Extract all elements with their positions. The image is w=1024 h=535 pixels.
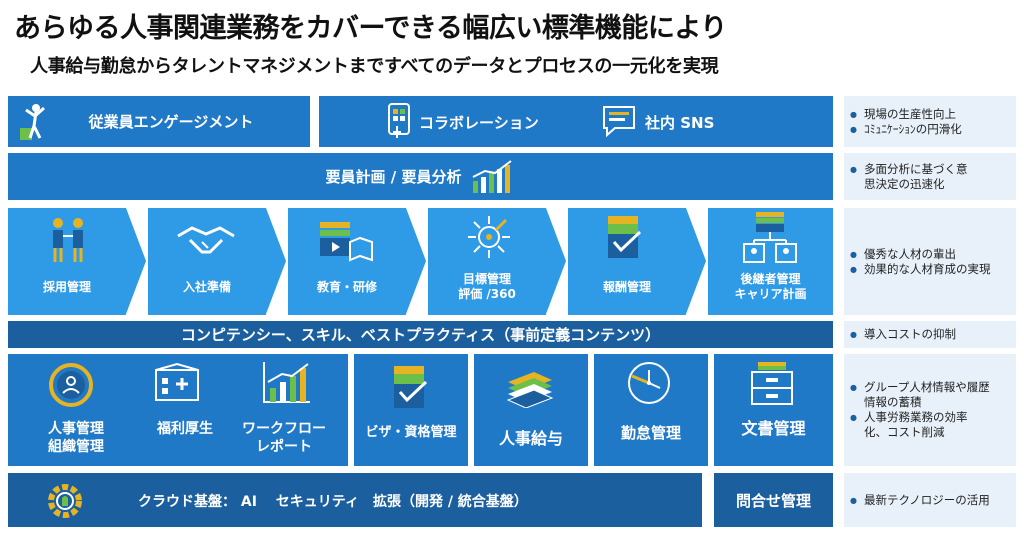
handshake-icon [176, 222, 236, 262]
docs-label: 文書管理 [741, 419, 806, 438]
step-label-recruiting: 採用管理 [42, 280, 91, 294]
payroll-label: 人事給与 [498, 429, 563, 448]
chevron-right-icon [546, 208, 566, 314]
collaboration-icon [385, 102, 413, 140]
planning-block: 要員計画 / 要員分析 [8, 153, 833, 200]
clock-icon [626, 360, 672, 406]
cloud-platform-label: クラウド基盤： AI セキュリティ 拡張（開発 / 統合基盤） [138, 494, 528, 510]
gear-icon [42, 478, 88, 524]
page-subtitle: 人事給与勤怠からタレントマネジメントまですべてのデータとプロセスの一元化を実現 [30, 56, 719, 77]
bar-chart-icon [471, 159, 515, 195]
step-onboarding [148, 208, 266, 315]
attendance-label: 勤怠管理 [620, 424, 681, 442]
hr-mgmt-label: 人事管理組織管理 [48, 421, 104, 455]
engagement-block: 従業員エンゲージメント [8, 96, 310, 147]
step-label-succession: 後継者管理キャリア計画 [734, 272, 807, 301]
step-label-training: 教育・研修 [316, 280, 377, 294]
engagement-icon [18, 102, 52, 142]
hospital-icon [152, 362, 202, 402]
chevron-right-icon [266, 208, 286, 314]
target-burst-icon [466, 214, 512, 260]
side-note-analysis: 多面分析に基づく意思決定の迅速化 [844, 153, 1016, 200]
person-badge-icon [48, 362, 94, 408]
report-chart-icon [262, 360, 312, 404]
video-book-icon [318, 220, 374, 264]
cloud-platform-block [8, 473, 702, 527]
recruit-people-icon [46, 216, 90, 266]
collaboration-label: コラボレーション [419, 114, 539, 132]
inquiry-label: 問合せ管理 [735, 491, 811, 510]
sns-label: 社内 SNS [645, 114, 715, 132]
visa-label: ビザ・資格管理 [365, 425, 457, 440]
competency-block: コンピテンシー、スキル、ベストプラクティス（事前定義コンテンツ） [8, 321, 833, 348]
chevron-right-icon [406, 208, 426, 314]
workflow-label: ワークフローレポート [242, 421, 326, 455]
page-title: あらゆる人事関連業務をカバーできる幅広い標準機能により [14, 13, 727, 44]
money-stack-icon [504, 368, 556, 408]
side-note-efficiency: グループ人材情報や履歴情報の蓄積人事労務業務の効率化、コスト削減 [844, 354, 1016, 466]
license-check-icon [392, 364, 432, 412]
step-label-goals: 目標管理評価 /360 [458, 272, 516, 301]
payroll-block [474, 354, 588, 466]
file-cabinet-icon [748, 360, 796, 406]
planning-label: 要員計画 / 要員分析 [325, 168, 462, 186]
welfare-label: 福利厚生 [157, 421, 213, 437]
attendance-block [594, 354, 708, 466]
collaboration-block: コラボレーション 社内 SNS [319, 96, 833, 147]
engagement-label: 従業員エンゲージメント [88, 113, 254, 131]
step-label-onboarding: 入社準備 [182, 280, 231, 294]
document-check-icon [606, 214, 646, 264]
inquiry-block: 問合せ管理 [714, 473, 833, 527]
side-note-technology: 最新テクノロジーの活用 [844, 473, 1016, 527]
side-note-productivity: 現場の生産性向上ｺﾐｭﾆｹｰｼｮﾝの円滑化 [844, 96, 1016, 147]
chevron-right-icon [126, 208, 146, 314]
step-recruiting [8, 208, 126, 315]
step-label-compensation: 報酬管理 [602, 280, 651, 294]
side-note-cost: 導入コストの抑制 [844, 321, 1016, 348]
competency-label: コンピテンシー、スキル、ベストプラクティス（事前定義コンテンツ） [180, 326, 661, 344]
sns-icon [601, 104, 637, 138]
org-chart-icon [742, 210, 798, 264]
step-goals [428, 208, 546, 315]
side-note-talent: 優秀な人材の輩出効果的な人材育成の実現 [844, 208, 1016, 315]
chevron-right-icon [686, 208, 706, 314]
